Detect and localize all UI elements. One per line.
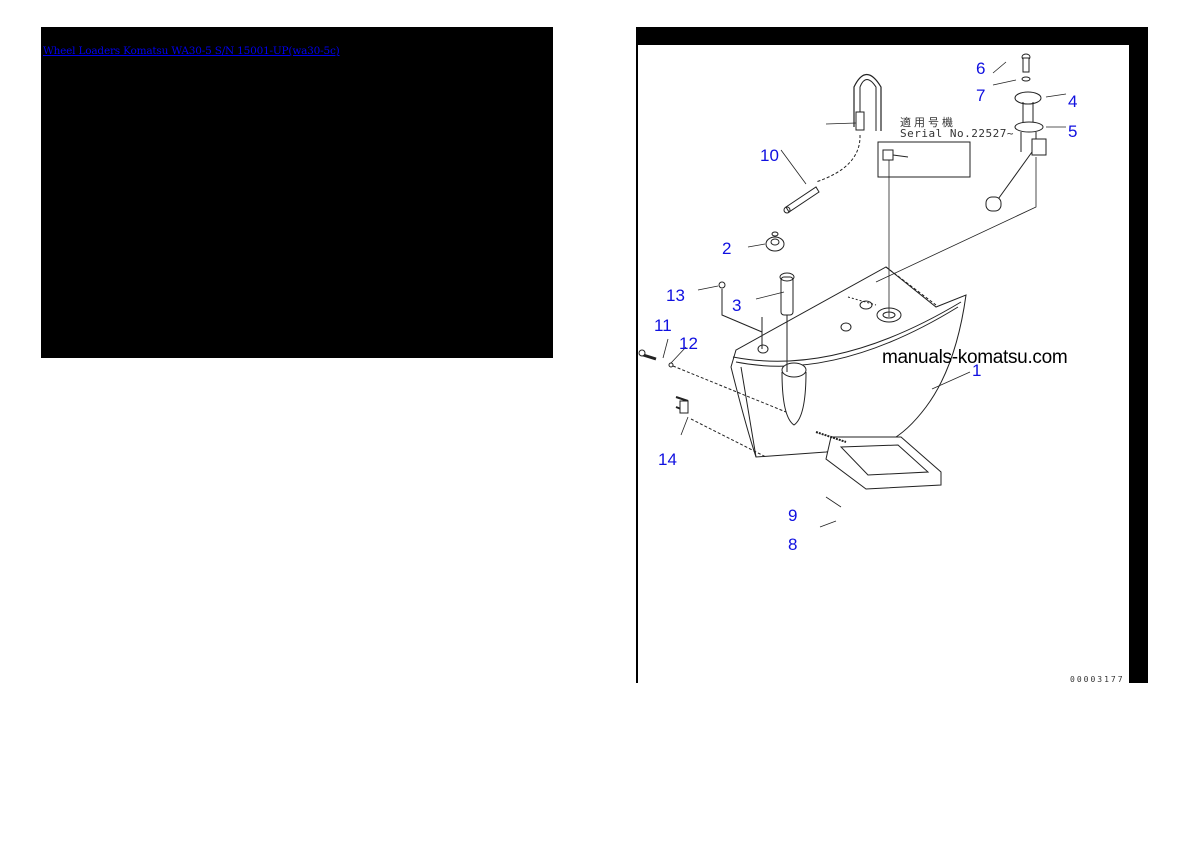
callout-7: 7 xyxy=(976,86,986,105)
model-title-link[interactable]: Wheel Loaders Komatsu WA30-5 S/N 15001-U… xyxy=(43,45,340,57)
callout-1: 1 xyxy=(972,361,982,380)
panel-right-border xyxy=(1129,27,1148,683)
callout-2: 2 xyxy=(722,239,732,258)
left-panel: Wheel Loaders Komatsu WA30-5 S/N 15001-U… xyxy=(41,27,553,358)
callout-14: 14 xyxy=(658,450,677,469)
watermark-text: manuals-komatsu.com xyxy=(882,347,1068,368)
parts-diagram-panel: 適用号機 Serial No.22527~ manuals-komatsu.co… xyxy=(636,27,1148,683)
page-code: 00003177 xyxy=(1070,675,1125,684)
callout-3: 3 xyxy=(732,296,742,315)
fuel-tank-diagram xyxy=(638,53,1067,528)
panel-left-border xyxy=(636,27,638,683)
panel-top-border xyxy=(636,27,1148,45)
callout-5: 5 xyxy=(1068,122,1078,141)
callout-12: 12 xyxy=(679,334,698,353)
callout-11: 11 xyxy=(654,316,672,335)
callout-6: 6 xyxy=(976,59,986,78)
callout-10: 10 xyxy=(760,146,779,165)
callout-9: 9 xyxy=(788,506,798,525)
callout-4: 4 xyxy=(1068,92,1078,111)
callout-8: 8 xyxy=(788,535,798,554)
serial-note-jp: 適用号機 xyxy=(900,116,956,129)
callout-13: 13 xyxy=(666,286,685,305)
serial-note-en: Serial No.22527~ xyxy=(900,127,1014,140)
